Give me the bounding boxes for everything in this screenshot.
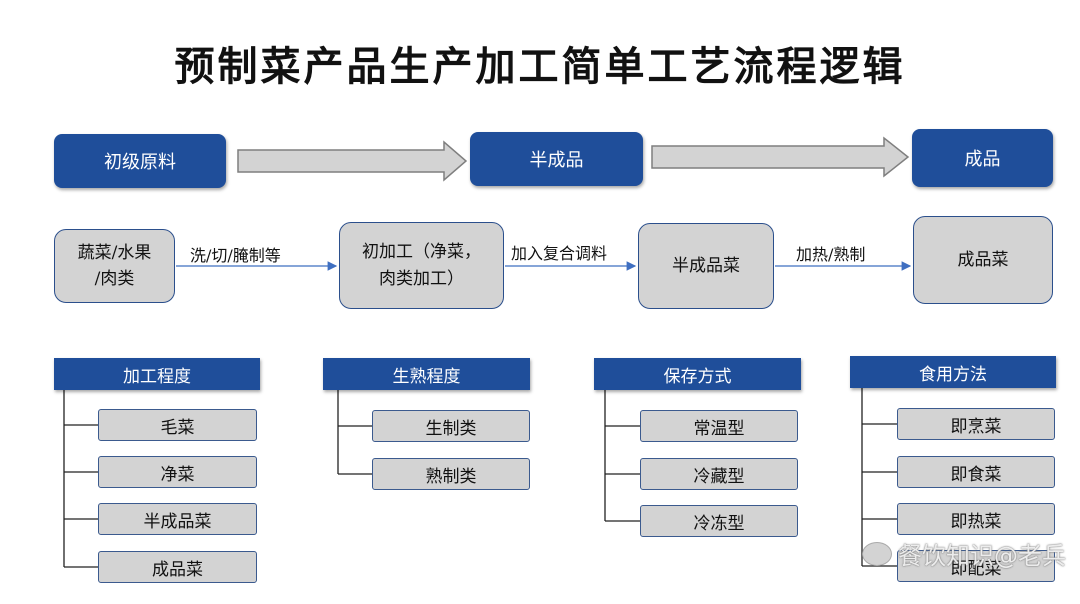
stage-semi-finished: 半成品 <box>470 132 643 186</box>
stage-label: 成品 <box>964 149 1001 170</box>
node-line: 肉类加工） <box>379 268 464 289</box>
tree-lines-storage <box>604 389 640 522</box>
category-item: 成品菜 <box>98 551 257 583</box>
stage-raw-material: 初级原料 <box>54 134 226 188</box>
node-label: 半成品菜 <box>672 255 740 276</box>
node-line: 蔬菜/水果 <box>77 242 152 263</box>
stage-label: 初级原料 <box>104 152 176 173</box>
category-header-label: 生熟程度 <box>392 366 461 387</box>
page-title: 预制菜产品生产加工简单工艺流程逻辑 <box>174 44 906 90</box>
node-label: 成品菜 <box>957 249 1009 270</box>
process-node-semi-dish: 半成品菜 <box>638 223 774 309</box>
category-header-consumption: 食用方法 <box>850 356 1056 388</box>
category-header-label: 食用方法 <box>919 364 987 385</box>
process-node-raw: 蔬菜/水果 /肉类 <box>54 229 175 303</box>
wechat-icon <box>862 541 892 566</box>
category-item: 毛菜 <box>98 409 257 441</box>
category-item: 半成品菜 <box>98 503 257 535</box>
node-line: 初加工（净菜， <box>362 242 481 263</box>
node-line: /肉类 <box>94 269 135 289</box>
stage-finished: 成品 <box>912 129 1053 187</box>
tree-lines-consumption <box>861 387 897 567</box>
process-node-finished-dish: 成品菜 <box>913 216 1053 304</box>
watermark: 餐饮知识@老兵 <box>862 536 1066 571</box>
watermark-text: 餐饮知识@老兵 <box>898 542 1066 570</box>
category-header-label: 保存方式 <box>663 366 732 387</box>
category-item: 熟制类 <box>372 458 530 490</box>
tree-lines-doneness <box>337 389 372 475</box>
category-header-storage: 保存方式 <box>594 358 801 390</box>
big-arrow-right <box>651 136 910 178</box>
category-header-doneness: 生熟程度 <box>323 358 530 390</box>
category-item: 冷冻型 <box>640 505 798 537</box>
category-item: 即烹菜 <box>897 408 1055 440</box>
edge-label-seasoning: 加入复合调料 <box>511 244 608 263</box>
category-item: 生制类 <box>372 410 530 442</box>
category-header-label: 加工程度 <box>123 366 191 387</box>
category-item: 冷藏型 <box>640 458 798 490</box>
category-header-processing-degree: 加工程度 <box>54 358 260 390</box>
process-node-primary: 初加工（净菜， 肉类加工） <box>339 222 504 309</box>
edge-label-wash-cut: 洗/切/腌制等 <box>190 246 281 265</box>
tree-lines-processing <box>63 389 98 568</box>
category-item: 常温型 <box>640 410 798 442</box>
category-item: 净菜 <box>98 456 257 488</box>
edge-label-heating: 加热/熟制 <box>796 245 866 264</box>
category-item: 即配菜 <box>897 550 1055 582</box>
category-item: 即热菜 <box>897 503 1055 535</box>
stage-label: 半成品 <box>529 150 584 171</box>
category-item: 即食菜 <box>897 456 1055 488</box>
big-arrow-right <box>237 140 468 182</box>
